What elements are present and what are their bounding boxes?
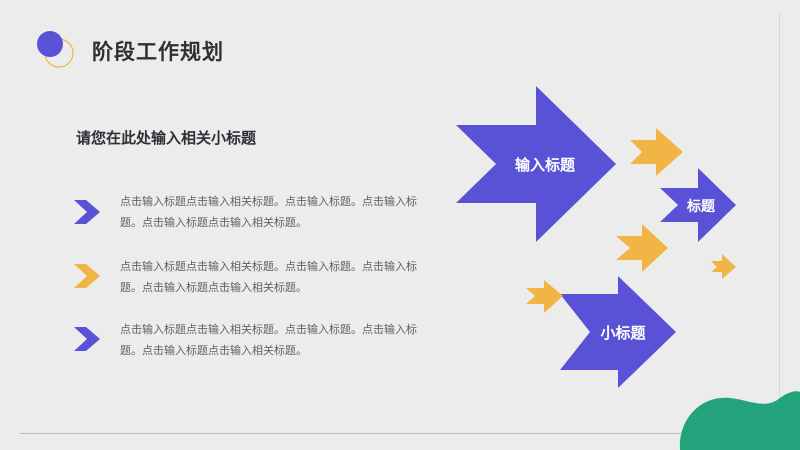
- chevron-right-icon: [74, 264, 100, 288]
- yellow-arrow: [526, 280, 563, 313]
- list-item: 点击输入标题点击输入相关标题。点击输入标题。点击输入标题。点击输入标题点击输入相…: [120, 260, 417, 294]
- chevron-right-icon: [74, 200, 100, 224]
- list-item: 点击输入标题点击输入相关标题。点击输入标题。点击输入标题。点击输入标题点击输入相…: [120, 323, 417, 357]
- small-title-arrow-label: 小标题: [600, 324, 646, 342]
- large-arrow-label: 输入标题: [515, 156, 576, 174]
- yellow-arrow: [630, 128, 683, 176]
- large-arrow: [456, 86, 616, 242]
- logo-circles: [37, 31, 74, 68]
- page-title: 阶段工作规划: [92, 40, 224, 64]
- medium-arrow-label: 标题: [686, 198, 716, 215]
- yellow-arrow: [711, 254, 736, 279]
- yellow-arrow: [616, 224, 668, 272]
- list-item: 点击输入标题点击输入相关标题。点击输入标题。点击输入标题。点击输入标题点击输入相…: [120, 195, 417, 229]
- slide-frame: [20, 14, 780, 434]
- green-blob-decoration: [679, 391, 800, 450]
- section-subtitle: 请您在此处输入相关小标题: [76, 129, 257, 147]
- small-title-arrow: [560, 276, 676, 388]
- chevron-right-icon: [74, 327, 100, 351]
- medium-arrow: [660, 168, 736, 242]
